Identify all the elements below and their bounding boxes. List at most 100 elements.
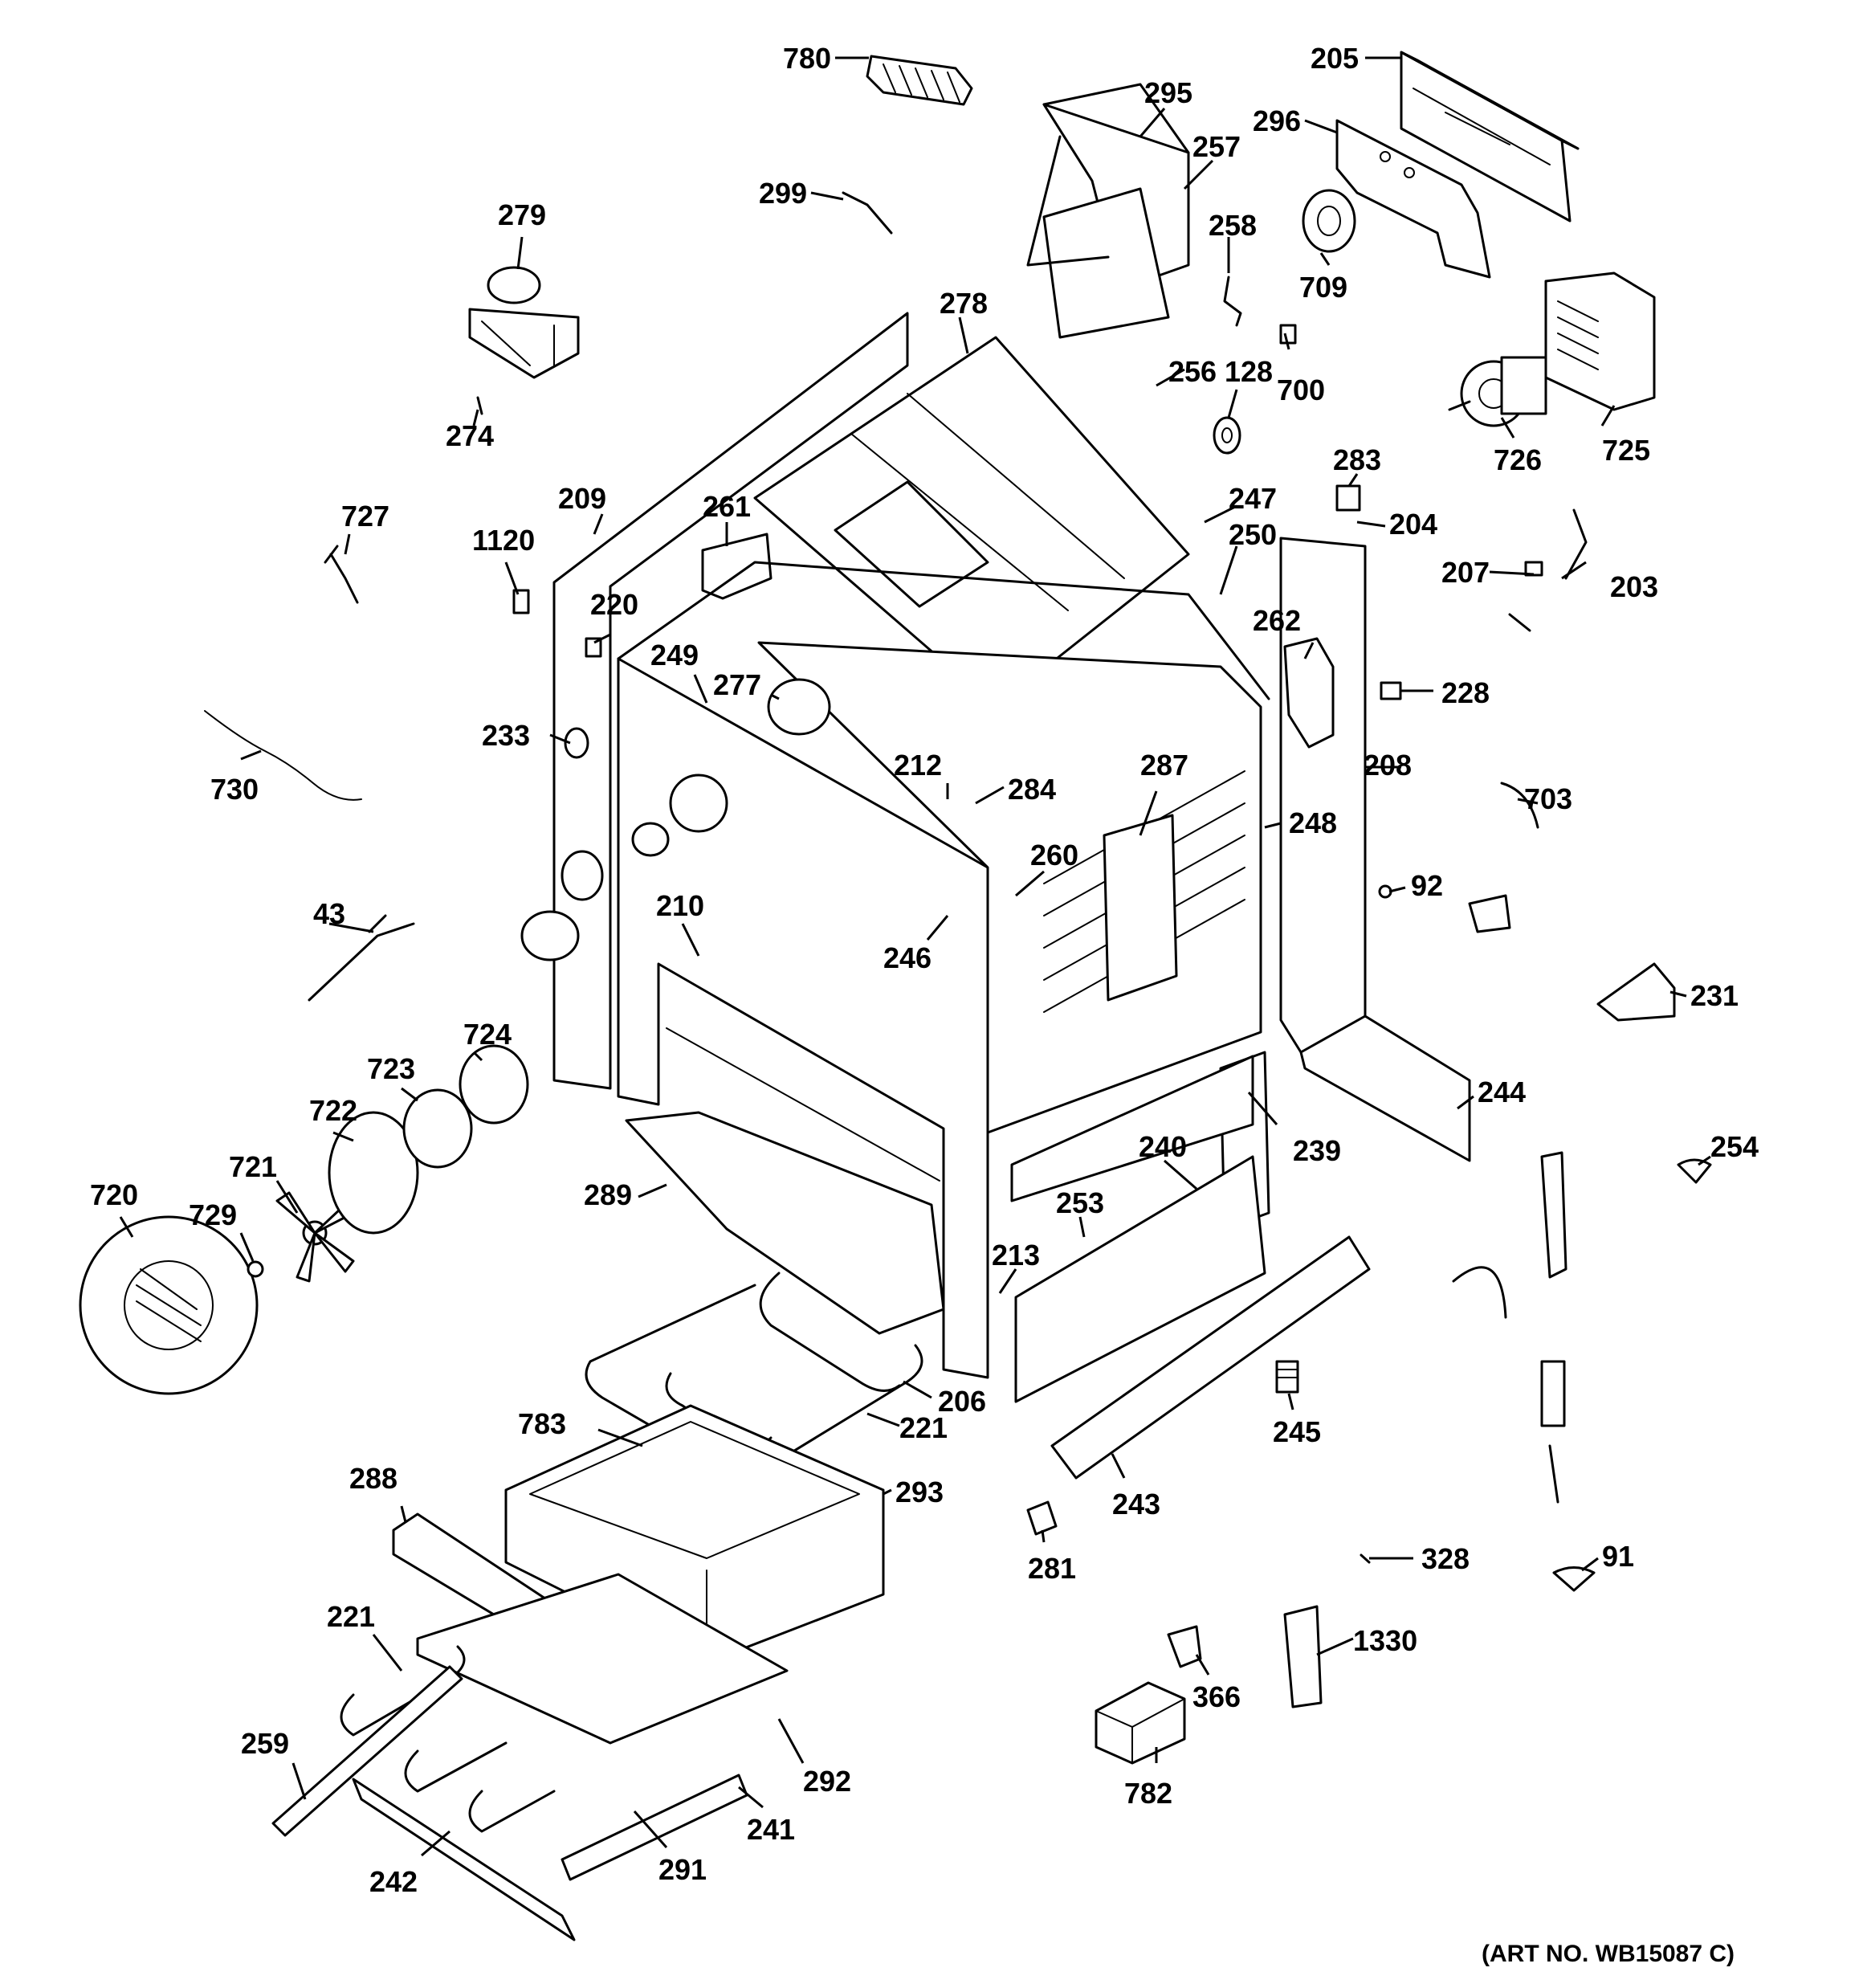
part-label-724: 724 xyxy=(463,1018,512,1051)
part-label-250: 250 xyxy=(1229,518,1277,551)
screw-254 xyxy=(1677,1158,1712,1184)
top-panel-278 xyxy=(753,336,1190,708)
part-label-231: 231 xyxy=(1690,979,1739,1012)
probe-43 xyxy=(308,914,415,1002)
part-label-281: 281 xyxy=(1028,1552,1076,1585)
part-label-258: 258 xyxy=(1209,209,1257,242)
part-label-208: 208 xyxy=(1364,749,1412,782)
part-label-783: 783 xyxy=(518,1407,566,1440)
part-label-278: 278 xyxy=(940,287,988,320)
switch-1330 xyxy=(1283,1605,1323,1708)
part-label-292: 292 xyxy=(803,1765,851,1798)
part-label-366: 366 xyxy=(1192,1680,1241,1713)
part-label-274: 274 xyxy=(446,419,494,452)
part-label-220: 220 xyxy=(590,588,638,621)
part-label-210: 210 xyxy=(656,889,704,922)
part-228 xyxy=(1380,681,1402,700)
part-label-233: 233 xyxy=(482,719,530,752)
fan-cover-720 xyxy=(79,1215,259,1395)
box-782 xyxy=(1095,1681,1186,1765)
bracket-243 xyxy=(1050,1235,1371,1480)
part-label-91: 91 xyxy=(1602,1540,1634,1573)
part-label-221b: 221 xyxy=(327,1600,375,1633)
vent-277 xyxy=(767,678,831,736)
part-label-780: 780 xyxy=(783,42,831,75)
panel-244 xyxy=(1299,1014,1471,1162)
part-label-261: 261 xyxy=(703,490,751,523)
part-label-240: 240 xyxy=(1139,1130,1187,1163)
fan-plate-722 xyxy=(328,1111,419,1235)
part-label-204: 204 xyxy=(1389,508,1437,541)
art-number: (ART NO. WB15087 C) xyxy=(1482,1941,1735,1967)
part-label-242: 242 xyxy=(369,1865,418,1898)
lamp-cover xyxy=(520,910,580,961)
part-label-726: 726 xyxy=(1494,443,1542,476)
part-label-782: 782 xyxy=(1124,1777,1172,1810)
part-label-254: 254 xyxy=(1710,1130,1759,1163)
vent-duct-295 xyxy=(1026,83,1190,339)
oven-frame xyxy=(617,561,1270,1379)
rail-259 xyxy=(271,1665,463,1837)
rail-241 xyxy=(561,1774,748,1881)
part-label-213: 213 xyxy=(992,1239,1040,1272)
part-label-722: 722 xyxy=(309,1094,357,1127)
part-label-248: 248 xyxy=(1289,806,1337,839)
back-cover-205 xyxy=(1400,51,1580,222)
part-label-293: 293 xyxy=(895,1476,944,1508)
part-sketches xyxy=(79,51,1712,1941)
part-label-729: 729 xyxy=(189,1198,237,1231)
thermostat-279 xyxy=(468,266,580,379)
bracket-92-near xyxy=(1468,894,1511,933)
screw-274 xyxy=(476,396,483,415)
harness-203 xyxy=(1508,508,1588,632)
bracket-231 xyxy=(1596,962,1676,1022)
bracket-261 xyxy=(701,533,773,600)
screw-328 xyxy=(1360,1553,1371,1564)
part-label-256: 256 xyxy=(1168,355,1217,388)
part-label-253: 253 xyxy=(1056,1186,1104,1219)
part-1120 xyxy=(512,589,530,614)
part-label-260: 260 xyxy=(1030,839,1078,872)
panel-253 xyxy=(1014,1155,1266,1403)
part-label-721: 721 xyxy=(229,1150,277,1183)
part-label-703: 703 xyxy=(1524,782,1572,815)
part-label-299: 299 xyxy=(759,177,807,210)
part-label-283: 283 xyxy=(1333,443,1381,476)
part-label-720: 720 xyxy=(90,1178,138,1211)
part-label-128: 128 xyxy=(1225,355,1273,388)
fan-shroud-723 xyxy=(402,1088,473,1169)
part-label-727: 727 xyxy=(341,500,389,533)
part-label-207: 207 xyxy=(1441,556,1490,589)
lamp-bulb xyxy=(561,850,604,901)
vent-grill-780 xyxy=(866,55,973,106)
part-label-239: 239 xyxy=(1293,1134,1341,1167)
screw-92 xyxy=(1378,884,1392,899)
leader-lines xyxy=(119,56,1711,1857)
part-label-221a: 221 xyxy=(899,1411,948,1444)
screw-91 xyxy=(1552,1566,1596,1592)
fan-blade-721 xyxy=(275,1191,363,1283)
part-label-1120: 1120 xyxy=(472,524,535,557)
part-label-284: 284 xyxy=(1008,773,1056,806)
wire-730 xyxy=(204,710,362,801)
part-label-288: 288 xyxy=(349,1462,397,1495)
part-label-247: 247 xyxy=(1229,482,1277,515)
part-label-228: 228 xyxy=(1441,676,1490,709)
lamp-housing xyxy=(669,774,728,833)
side-panel-209 xyxy=(552,312,909,1090)
lamp-socket xyxy=(631,822,670,857)
part-label-243: 243 xyxy=(1112,1488,1160,1521)
part-label-249: 249 xyxy=(650,639,699,672)
part-366 xyxy=(1167,1625,1202,1668)
part-700 xyxy=(1279,324,1297,345)
bracket-299 xyxy=(842,191,893,235)
hinge-assembly xyxy=(1452,1151,1567,1504)
part-label-328: 328 xyxy=(1421,1542,1470,1575)
part-label-257: 257 xyxy=(1192,130,1241,163)
part-label-43: 43 xyxy=(313,897,345,930)
part-label-725: 725 xyxy=(1602,434,1650,467)
part-label-212: 212 xyxy=(894,749,942,782)
part-label-296: 296 xyxy=(1253,104,1301,137)
part-label-241: 241 xyxy=(747,1813,795,1846)
part-label-246: 246 xyxy=(883,941,932,974)
